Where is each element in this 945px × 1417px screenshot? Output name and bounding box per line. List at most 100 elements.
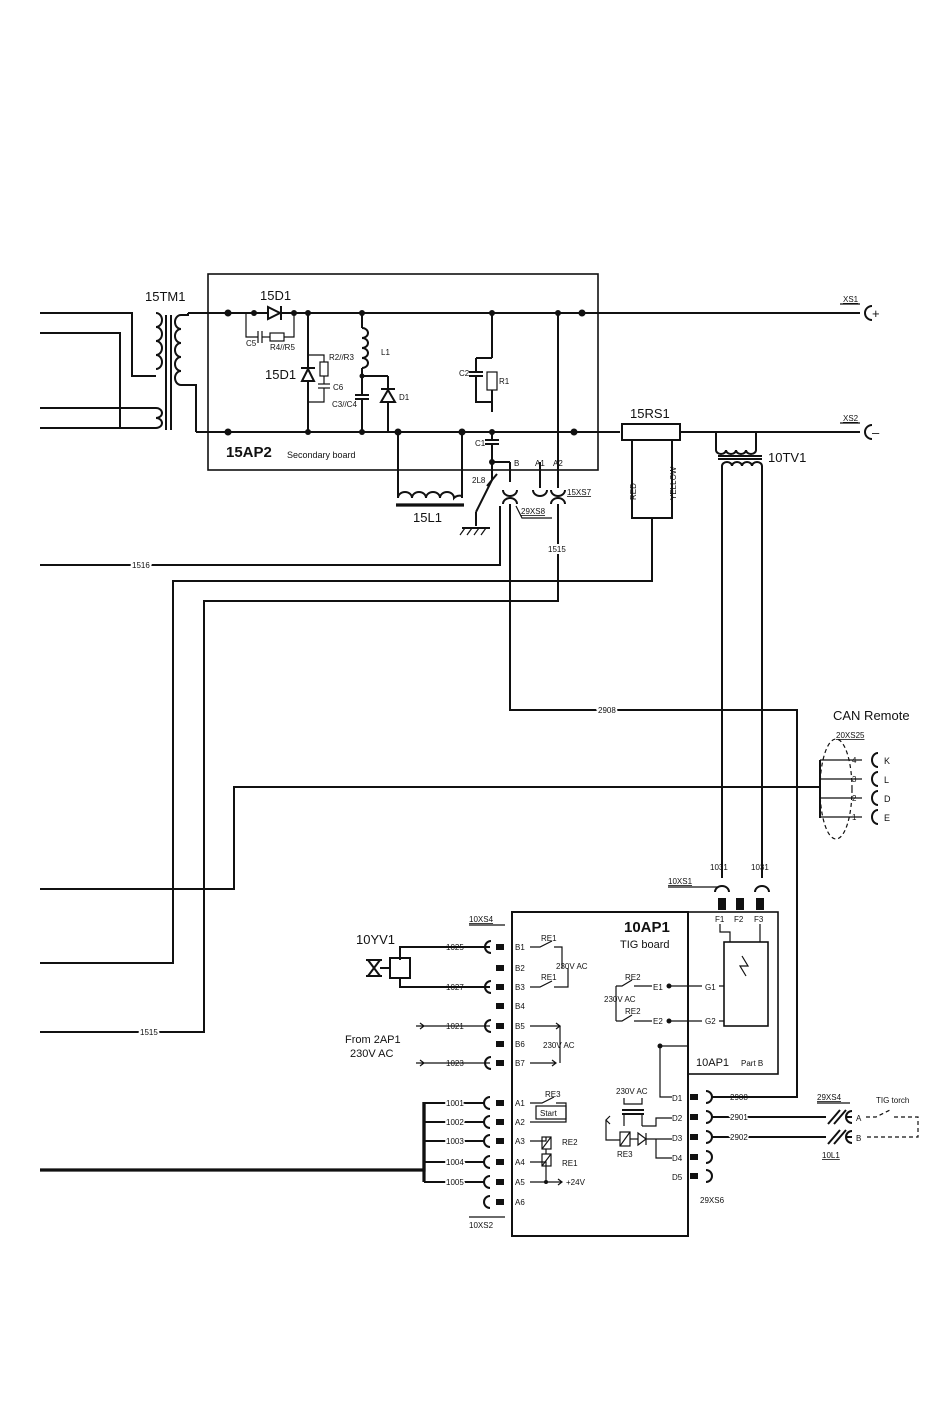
label-re1-bottom: RE1: [541, 973, 557, 982]
can-pin-letter: E: [884, 813, 890, 823]
label-xs2: XS2: [843, 414, 859, 423]
label-torch-a: A: [856, 1114, 862, 1123]
label-r2r3: R2//R3: [329, 353, 354, 362]
label-15d1-top: 15D1: [260, 288, 291, 303]
label-230v-ac-d: 230V AC: [616, 1087, 648, 1096]
label-15xs7: 15XS7: [567, 488, 592, 497]
label-pin-a2: A2: [553, 459, 563, 468]
b-pin: B1: [484, 940, 525, 954]
label-e2: E2: [653, 1017, 663, 1026]
label-g2: G2: [705, 1017, 716, 1026]
label-24v: +24V: [566, 1178, 586, 1187]
d-pin-label: D2: [672, 1114, 683, 1123]
transformer-15tm1: 15TM1: [40, 289, 197, 432]
wire-1031-left: 1031: [710, 863, 728, 872]
label-15tm1: 15TM1: [145, 289, 185, 304]
label-yellow: YELLOW: [669, 466, 678, 500]
wire-2908-top: 2908: [598, 706, 616, 715]
label-can-remote: CAN Remote: [833, 708, 910, 723]
label-start: Start: [540, 1109, 558, 1118]
wire-1515-bottom: 1515: [140, 1028, 158, 1037]
label-10xs4: 10XS4: [469, 915, 494, 924]
a-pin: 1005 A5: [424, 1175, 525, 1189]
shunt-15rs1: 15RS1 RED YELLOW: [621, 406, 681, 519]
label-15d1-side: 15D1: [265, 367, 296, 382]
label-re3-coil: RE3: [617, 1150, 633, 1159]
label-pin-a1: A1: [535, 459, 545, 468]
label-part-b: Part B: [741, 1059, 763, 1068]
label-2l8: 2L8: [472, 476, 486, 485]
connector-10xs2: 1001 A1 1002 A2 1003 A3 1004 A4 1005 A5 …: [40, 1096, 525, 1230]
wire-1515-top: 1515: [548, 545, 566, 554]
tig-board-10ap1: 10AP1 TIG board 10AP1 Part B F1 F2 F3 G1…: [511, 911, 779, 1237]
can-pin-num: 2: [852, 794, 857, 803]
b-pin: B3: [484, 980, 525, 994]
label-230v-ac-mid: 230V AC: [604, 995, 636, 1004]
can-pin-row: 3 L: [852, 771, 889, 787]
label-f3: F3: [754, 915, 764, 924]
label-15rs1: 15RS1: [630, 406, 670, 421]
label-10yv1: 10YV1: [356, 932, 395, 947]
can-pin-letter: K: [884, 756, 890, 766]
b-pin: B7: [484, 1056, 525, 1070]
b-pin: B6: [496, 1040, 525, 1049]
b-wire: 1025: [446, 943, 464, 952]
label-from-230v: 230V AC: [350, 1048, 393, 1060]
a-pin-label: A6: [515, 1198, 525, 1207]
output-sockets: XS1 + XS2 –: [840, 295, 880, 440]
label-l1: L1: [381, 348, 390, 357]
d-wire: 2901: [730, 1113, 748, 1122]
label-c2: C2: [459, 369, 470, 378]
d-pin: D1: [672, 1090, 713, 1104]
label-r1: R1: [499, 377, 510, 386]
b-pin: B4: [496, 1002, 525, 1011]
label-torch-b: B: [856, 1134, 861, 1143]
a-wire: 1004: [446, 1158, 464, 1167]
b-wire: 1021: [446, 1022, 464, 1031]
label-from-2ap1: From 2AP1: [345, 1034, 401, 1046]
label-15ap2: 15AP2: [226, 444, 272, 461]
can-pin-row: 2 D: [852, 790, 891, 806]
label-e1: E1: [653, 983, 663, 992]
label-g1: G1: [705, 983, 716, 992]
label-15l1: 15L1: [413, 510, 442, 525]
can-pin-num: 3: [852, 775, 857, 784]
b-pin-label: B2: [515, 964, 525, 973]
label-re2-top: RE2: [625, 973, 641, 982]
a-pin: 1001 A1: [424, 1096, 525, 1110]
label-10tv1: 10TV1: [768, 450, 806, 465]
a-pin: 1002 A2: [424, 1115, 525, 1129]
a-pin: A6: [483, 1195, 525, 1209]
label-tig-board: TIG board: [620, 939, 670, 951]
b-pin-label: B4: [515, 1002, 525, 1011]
label-plus: +: [872, 306, 880, 321]
d-wire: 2908: [730, 1093, 748, 1102]
connector-10xs1: 1031 1031 10XS1: [668, 863, 770, 910]
d-wire: 2902: [730, 1133, 748, 1142]
wire-1031-right: 1031: [751, 863, 769, 872]
b-pin-label: B1: [515, 943, 525, 952]
label-re1-coil: RE1: [562, 1159, 578, 1168]
d-pin-label: D4: [672, 1154, 683, 1163]
transformer-10tv1: 10TV1: [715, 432, 806, 474]
label-part-b-id: 10AP1: [696, 1057, 729, 1069]
b-pin-label: B3: [515, 983, 525, 992]
label-tig-torch: TIG torch: [876, 1096, 909, 1105]
interconnect-wires: 1516 1515 1515 2908: [40, 474, 820, 1098]
label-pin-b: B: [514, 459, 519, 468]
d-pin: D5: [672, 1169, 713, 1183]
label-c1: C1: [475, 439, 486, 448]
a-pin-label: A5: [515, 1178, 525, 1187]
label-secondary-board: Secondary board: [287, 450, 356, 460]
d-pin: D3: [672, 1130, 713, 1144]
label-10l1: 10L1: [822, 1151, 840, 1160]
label-c6: C6: [333, 383, 344, 392]
label-c5: C5: [246, 339, 257, 348]
b-pin-label: B6: [515, 1040, 525, 1049]
a-pin-label: A1: [515, 1099, 525, 1108]
can-remote-connector: CAN Remote 20XS25 4 K 3 L 2 D 1 E: [819, 708, 910, 840]
can-pin-row: 4 K: [852, 752, 890, 768]
a-wire: 1002: [446, 1118, 464, 1127]
d-pin-label: D1: [672, 1094, 683, 1103]
a-pin: 1003 A3: [424, 1134, 525, 1148]
